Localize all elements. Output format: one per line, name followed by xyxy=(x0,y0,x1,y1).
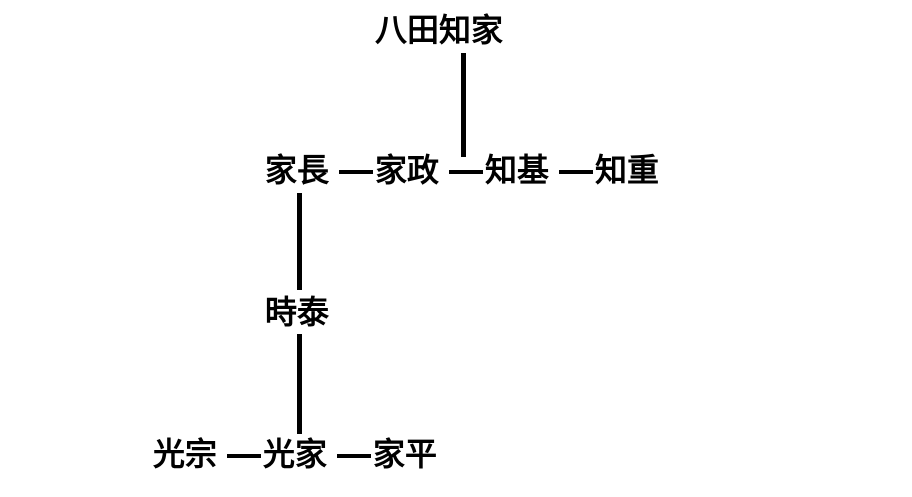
person-iehira: 家平 xyxy=(373,435,438,473)
sibling-line-3 xyxy=(559,170,593,174)
person-iemasa: 家政 xyxy=(375,151,440,189)
person-tokiyasu: 時泰 xyxy=(265,293,330,331)
person-mitsuie: 光家 xyxy=(263,435,328,473)
descent-line-tokiyasu xyxy=(297,334,302,434)
sibling-line-2 xyxy=(449,170,483,174)
sibling-line-4 xyxy=(227,454,261,458)
person-tomoshige: 知重 xyxy=(595,151,660,189)
person-mitsumune: 光宗 xyxy=(153,435,218,473)
person-tomomoto: 知基 xyxy=(485,151,550,189)
sibling-line-5 xyxy=(337,454,371,458)
descent-line-root xyxy=(461,53,466,157)
person-ienaga: 家長 xyxy=(265,151,330,189)
descent-line-ienaga xyxy=(297,193,302,290)
sibling-line-1 xyxy=(339,170,373,174)
person-yasuda-tomoie: 八田知家 xyxy=(375,11,504,49)
